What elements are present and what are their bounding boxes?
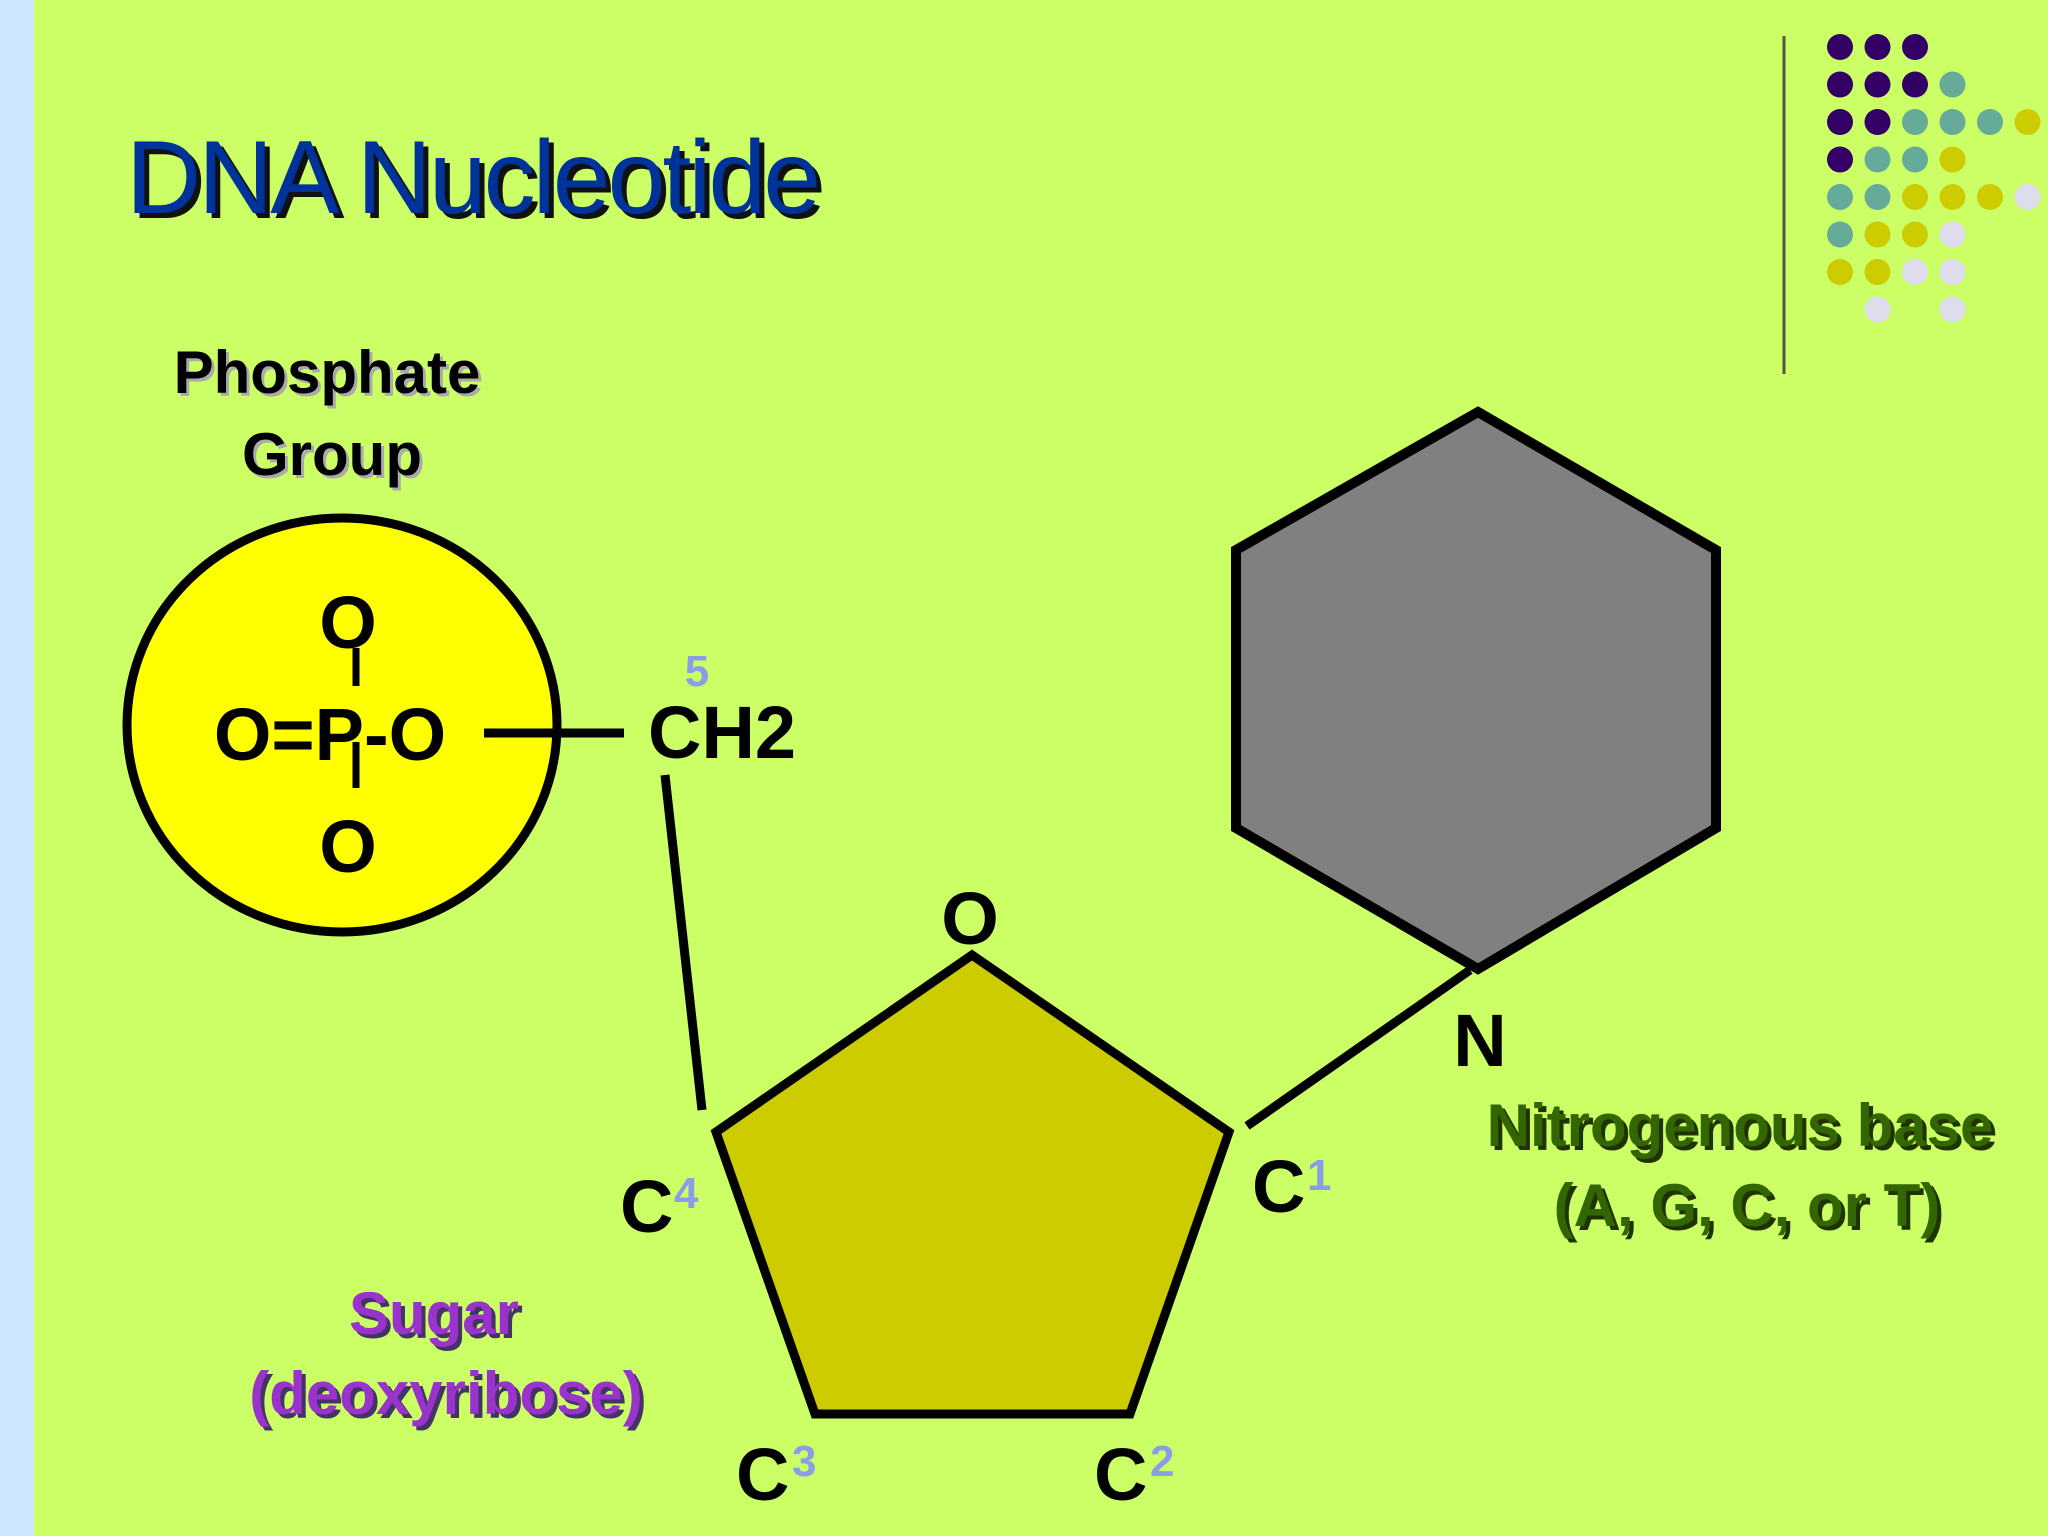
nitrogen-atom: N	[1453, 999, 1506, 1082]
c1-nitrogen-bond	[1244, 966, 1473, 1130]
decorative-dot-grid	[1827, 34, 2041, 323]
phosphate-label-line2: Group	[242, 421, 422, 488]
decorative-dot	[1939, 109, 1966, 135]
decorative-dot	[2014, 109, 2041, 135]
decorative-dot	[2014, 184, 2041, 210]
phosphate-bottom-oxygen: O	[319, 805, 377, 888]
decorative-dot	[1902, 146, 1928, 173]
decorative-dot	[1939, 259, 1966, 285]
decorative-dot	[1864, 296, 1891, 323]
carbon-2: C	[1094, 1433, 1147, 1516]
decorative-dot	[1939, 146, 1966, 173]
title-shadow: DNA Nucleotide	[131, 125, 823, 241]
decorative-dot	[1977, 184, 2003, 210]
phosphate-formula: O=P-O	[214, 693, 446, 776]
decorative-dot	[1827, 146, 1853, 173]
ch2-c4-bond	[660, 774, 707, 1111]
base-label-line1: Nitrogenous base	[1487, 1092, 1994, 1159]
carbon-3-number: 3	[792, 1437, 816, 1486]
decorative-dot	[1827, 71, 1853, 98]
carbon-1-number: 1	[1307, 1151, 1331, 1200]
left-accent-strip	[0, 0, 34, 1536]
ch2-group: CH2	[648, 691, 796, 774]
carbon-3: C	[736, 1433, 789, 1516]
phosphate-label-line1-shadow: Phosphate	[177, 342, 484, 409]
decorative-dot	[1902, 71, 1928, 98]
decorative-dot	[1902, 109, 1928, 135]
decorative-dot	[1864, 34, 1891, 60]
decorative-dot	[1864, 146, 1891, 173]
phosphate-label-line1: Phosphate	[174, 339, 481, 406]
decorative-dot	[1864, 71, 1891, 98]
decorative-dot	[1864, 184, 1891, 210]
sugar-ring	[710, 949, 1235, 1419]
phosphate-label-line2-shadow: Group	[245, 424, 425, 491]
page-title: DNA Nucleotide	[126, 120, 818, 236]
base-label-line2-shadow: (A, G, C, or T)	[1558, 1176, 1945, 1243]
decorative-dot	[1864, 109, 1891, 135]
decorative-dot	[1902, 184, 1928, 210]
sugar-label-line2-shadow: (deoxyribose)	[253, 1364, 646, 1431]
decorative-dot	[1977, 109, 2003, 135]
decorative-dot	[1827, 259, 1853, 285]
decorative-dot	[1939, 221, 1966, 248]
sugar-label-line2: (deoxyribose)	[249, 1360, 642, 1427]
decorative-dot	[1902, 221, 1928, 248]
ch2-carbon-number: 5	[685, 647, 709, 696]
decorative-dot	[1827, 221, 1853, 248]
decorative-dot	[1827, 184, 1853, 210]
decorative-dot	[1864, 221, 1891, 248]
decorative-dot	[1864, 259, 1891, 285]
phosphate-circle	[122, 513, 562, 937]
nitrogenous-base-ring	[1231, 406, 1721, 975]
decorative-dot	[1902, 259, 1928, 285]
carbon-4: C	[620, 1165, 673, 1248]
carbon-2-number: 2	[1150, 1437, 1174, 1486]
decorative-dot	[1827, 109, 1853, 135]
sugar-label-line1-shadow: Sugar	[353, 1284, 523, 1351]
decorative-dot	[1939, 184, 1966, 210]
decorative-dot	[1902, 34, 1928, 60]
carbon-4-number: 4	[674, 1169, 699, 1218]
ring-oxygen: O	[941, 877, 999, 960]
decorative-dot	[1939, 296, 1966, 323]
carbon-1: C	[1252, 1145, 1305, 1228]
decorative-dot	[1939, 71, 1966, 98]
phosphate-top-oxygen: O	[319, 581, 377, 664]
base-label-line1-shadow: Nitrogenous base	[1491, 1096, 1998, 1163]
base-label-line2: (A, G, C, or T)	[1554, 1172, 1941, 1239]
sugar-label-line1: Sugar	[349, 1280, 519, 1347]
decorative-dot	[1827, 34, 1853, 60]
